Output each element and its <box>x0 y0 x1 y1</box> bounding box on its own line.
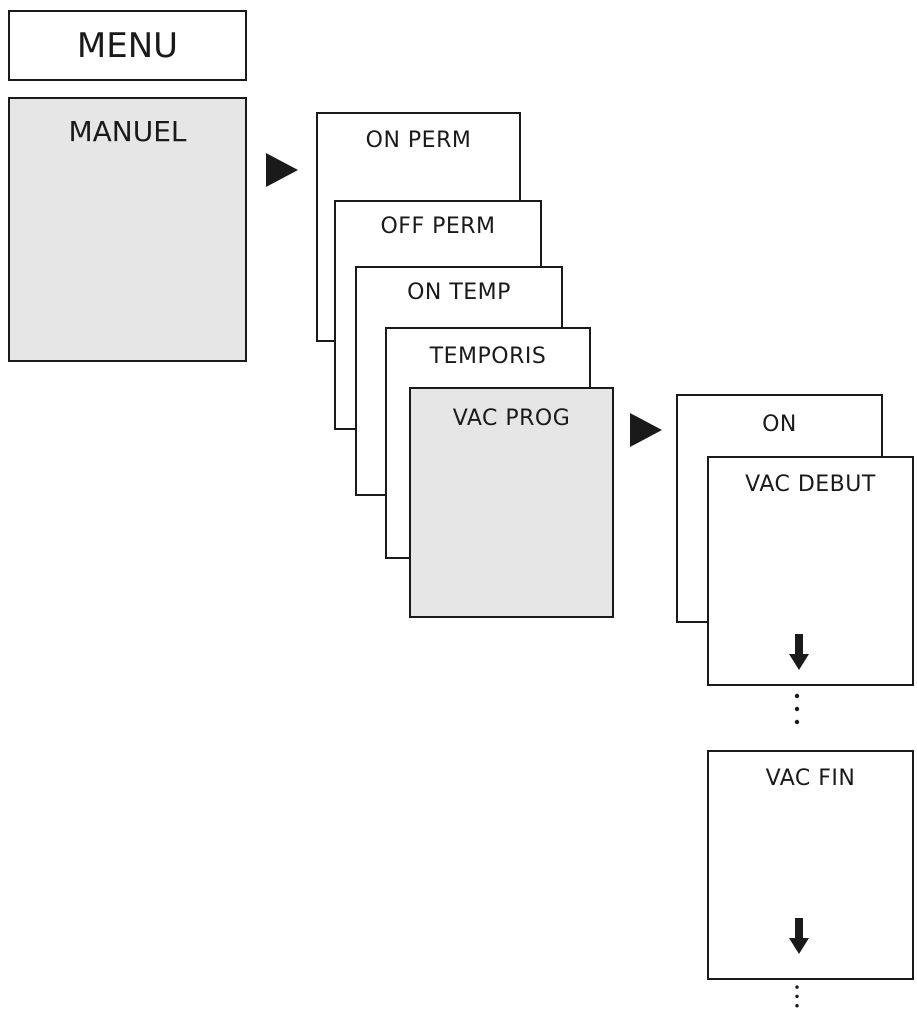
submenu-item-label: VAC PROG <box>452 406 571 431</box>
submenu-item-label: ON PERM <box>365 128 472 153</box>
menu-title: MENU <box>76 26 179 66</box>
submenu-item-label: ON TEMP <box>407 280 511 305</box>
menu-title-box[interactable]: MENU <box>8 10 247 81</box>
right-triangle-icon <box>630 413 662 447</box>
submenu-item-vac-prog[interactable]: VAC PROG <box>409 387 614 618</box>
menu-item-manuel-label: MANUEL <box>68 115 187 148</box>
down-arrow-icon <box>789 918 809 954</box>
submenu-item-label: OFF PERM <box>380 214 496 239</box>
vac-option-vac-debut[interactable]: VAC DEBUT <box>707 456 914 686</box>
vac-option-label: VAC FIN <box>765 766 856 791</box>
down-arrow-icon <box>789 634 809 670</box>
right-triangle-icon <box>266 153 298 187</box>
vac-option-label: VAC DEBUT <box>745 472 876 497</box>
vertical-ellipsis-icon <box>794 693 800 725</box>
vertical-ellipsis-icon <box>795 985 799 1008</box>
menu-item-manuel[interactable]: MANUEL <box>8 97 247 362</box>
vac-option-vac-fin[interactable]: VAC FIN <box>707 750 914 980</box>
vac-option-label: ON <box>762 412 797 437</box>
submenu-item-label: TEMPORIS <box>429 344 547 369</box>
